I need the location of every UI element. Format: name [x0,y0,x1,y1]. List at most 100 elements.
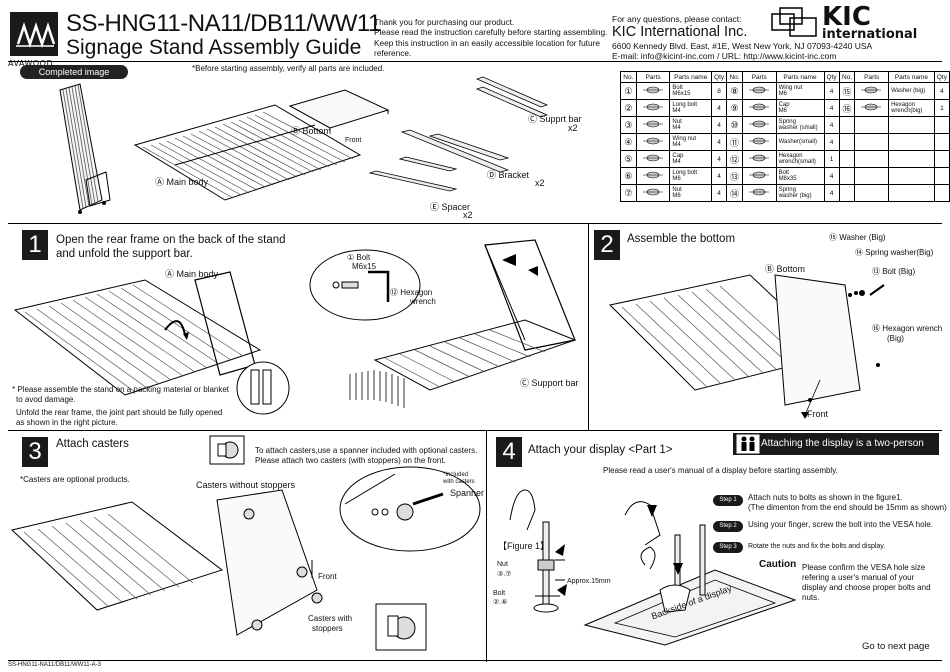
part-qty: 4 [711,99,728,117]
thanks-line: Please read the instruction carefully be… [374,27,608,38]
company-name: KIC International Inc. [612,24,748,40]
empty-cell [854,167,890,185]
caution-label: Caution [759,559,797,570]
step-4-step-1-text: Attach nuts to bolts as shown in the fig… [748,493,947,513]
two-person-icon [736,434,760,454]
email-url-line[interactable]: E-mail: info@kicint-inc.com / URL: http:… [612,51,837,61]
empty-cell [888,116,935,134]
part-shape-icon [748,120,769,128]
part-shape-icon [642,171,663,179]
nut-nums: ③.⑦ [497,571,512,578]
col-header: Parts name [775,71,825,83]
step-1-title-line: and unfold the support bar. [56,248,193,260]
caster-icon [209,435,245,465]
contact-label: For any questions, please contact: [612,14,742,24]
part-icon [635,82,671,100]
step-2-bolt-label: ⑬ Bolt (Big) [872,267,916,276]
part-number: ⑧ [726,82,743,100]
step-1-bolt-label: ① Bolt [347,253,371,262]
spacer-label: Ⓔ Spacer [430,202,471,212]
part-icon [741,99,777,117]
part-name: Hexagon wrench(big) [888,99,935,117]
step-4-title: Attach your display <Part 1> [528,444,673,456]
part-qty: 4 [823,82,840,100]
part-name: Long bolt M4 [669,99,713,117]
verify-note: *Before starting assembly, verify all pa… [192,64,385,73]
support-bar-qty: x2 [568,123,578,133]
bolt-nums: ②.⑥ [493,599,508,606]
empty-cell [888,167,935,185]
empty-cell [933,116,950,134]
part-qty: 4 [711,133,728,151]
col-header: Parts [741,71,777,83]
part-number: ⑥ [620,167,637,185]
col-header: No. [838,71,856,83]
section-divider [8,223,942,224]
step-text-line: Attach nuts to bolts as shown in the fig… [748,493,903,502]
part-number: ⑨ [726,99,743,117]
part-name: Spring washer (big) [775,184,825,202]
step-3-included-note: *Included with casters [443,472,475,486]
step-1-unfolded-illustration [349,239,577,408]
empty-cell [854,184,890,202]
step-4-badge-3: Step 3 [713,542,743,553]
support-bar-illustration [475,76,549,118]
step-4-badge-1: Step 1 [713,495,743,506]
part-icon [635,150,671,168]
part-number: ⑦ [620,184,637,202]
part-qty: 4 [823,184,840,202]
part-qty: 1 [933,99,950,117]
empty-cell [838,133,856,151]
step-1-note-2: Unfold the rear frame, the joint part sh… [16,408,222,428]
col-header: Parts [854,71,890,83]
part-icon [741,116,777,134]
part-name: Nut M6 [669,184,713,202]
part-number: ⑬ [726,167,743,185]
step-2-washer-label: ⑮ Washer (Big) [829,233,886,242]
part-shape-icon [748,86,769,94]
banner-text: Attaching the display is a two-person jo… [761,438,924,471]
part-number: ⑮ [838,82,856,100]
next-page-link[interactable]: Go to next page [862,641,930,652]
spacer-qty: x2 [463,210,473,220]
included-line: *Included [443,472,469,478]
part-qty: 8 [711,82,728,100]
part-name: Wing nut M4 [669,133,713,151]
part-qty: 4 [823,116,840,134]
bottom-front-label: Front [345,137,362,144]
step-3-spanner-label: Spanner [450,488,485,498]
step-2-front-label: Front [807,409,829,419]
note-line: to avod damage. [16,395,76,404]
step-3-number: 3 [22,437,48,467]
part-name: Washer(small) [775,133,825,151]
step-4-figure-1 [509,489,567,613]
part-name: Long bolt M6 [669,167,713,185]
part-qty: 4 [823,167,840,185]
empty-cell [888,184,935,202]
step-3-instruction-2: Please attach two casters (with stoppers… [255,456,446,465]
parts-table-header: No. Parts Parts name Qty No. Parts Parts… [620,71,950,83]
step-2-spring-label: ⑭ Spring washer(Big) [855,248,934,257]
part-qty: 4 [711,167,728,185]
main-body-label: Ⓐ Main body [155,177,209,187]
part-name: Cap M4 [669,150,713,168]
step-3-front-label: Front [318,572,337,581]
caution-line: display and choose proper bolts and nuts… [802,583,931,602]
part-qty: 4 [823,99,840,117]
col-header: No. [726,71,743,83]
parts-table: No. Parts Parts name Qty No. Parts Parts… [620,71,950,202]
bracket-illustration [400,129,510,173]
col-header: Parts name [669,71,713,83]
col-header: Parts name [888,71,935,83]
part-icon [854,99,890,117]
empty-cell [933,184,950,202]
bolt-label: Bolt [493,590,506,597]
part-icon [854,82,890,100]
empty-cell [838,150,856,168]
completed-stand-illustration [59,83,111,214]
part-qty: 4 [823,133,840,151]
caution-line: refering a user's manual of your [802,573,915,582]
part-number: ② [620,99,637,117]
